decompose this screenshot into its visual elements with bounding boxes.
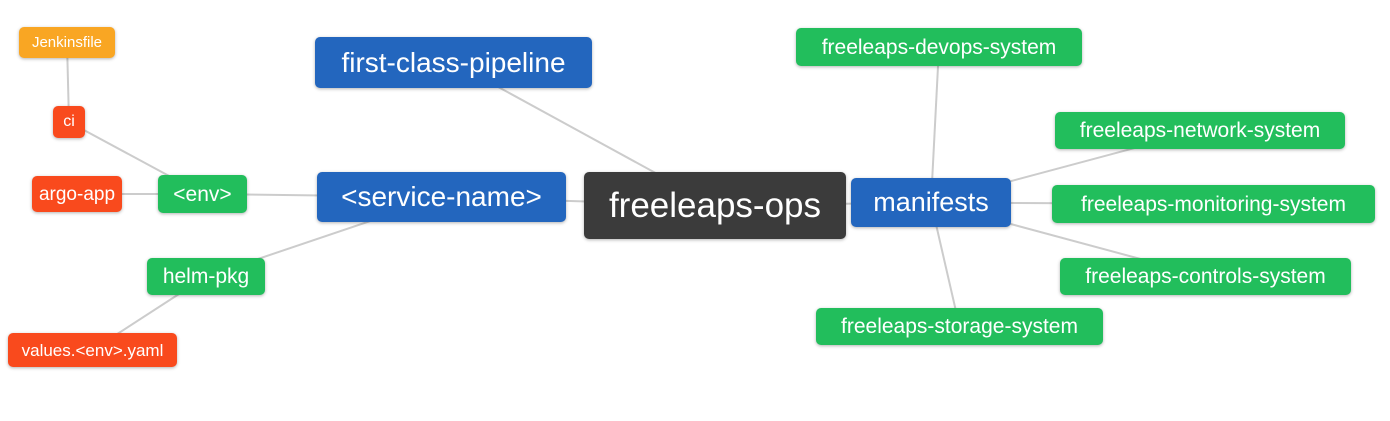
- node-ci[interactable]: ci: [53, 106, 85, 138]
- node-helm-pkg[interactable]: helm-pkg: [147, 258, 265, 295]
- node-freeleaps-devops-system[interactable]: freeleaps-devops-system: [796, 28, 1082, 66]
- node-env[interactable]: <env>: [158, 175, 247, 213]
- node-first-class-pipeline[interactable]: first-class-pipeline: [315, 37, 592, 88]
- node-freeleaps-network-system[interactable]: freeleaps-network-system: [1055, 112, 1345, 149]
- node-jenkinsfile[interactable]: Jenkinsfile: [19, 27, 115, 58]
- node-manifests[interactable]: manifests: [851, 178, 1011, 227]
- node-service-name[interactable]: <service-name>: [317, 172, 566, 222]
- node-freeleaps-controls-system[interactable]: freeleaps-controls-system: [1060, 258, 1351, 295]
- node-freeleaps-ops[interactable]: freeleaps-ops: [584, 172, 846, 239]
- node-freeleaps-storage-system[interactable]: freeleaps-storage-system: [816, 308, 1103, 345]
- node-values-env-yaml[interactable]: values.<env>.yaml: [8, 333, 177, 367]
- edge-manifests-devops_system: [930, 46, 940, 203]
- node-argo-app[interactable]: argo-app: [32, 176, 122, 212]
- node-freeleaps-monitoring-system[interactable]: freeleaps-monitoring-system: [1052, 185, 1375, 223]
